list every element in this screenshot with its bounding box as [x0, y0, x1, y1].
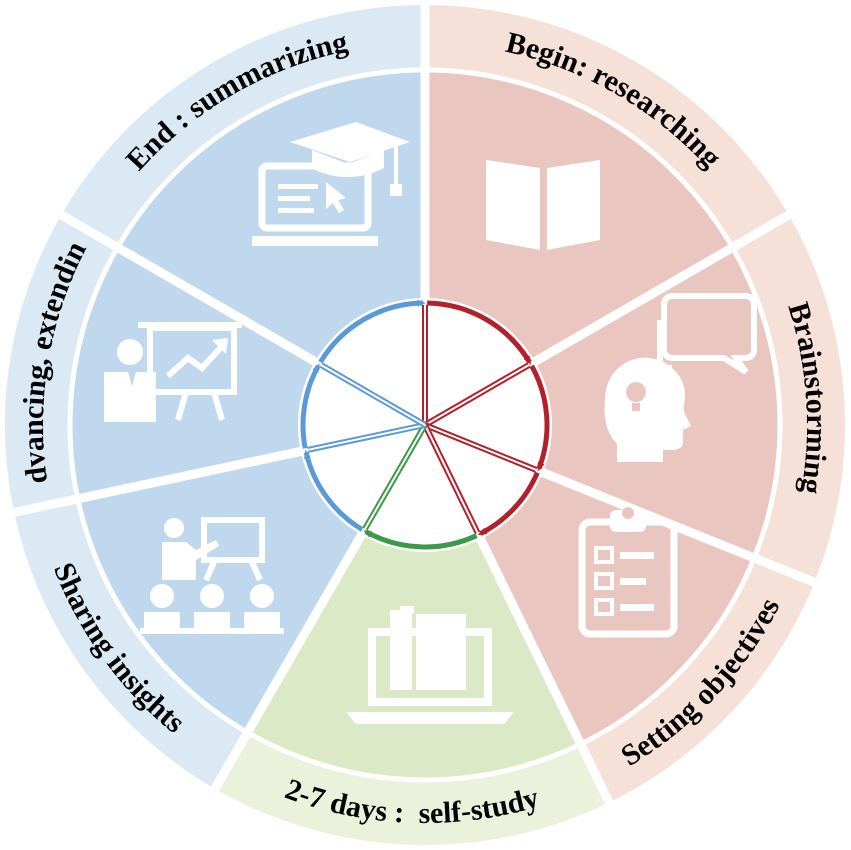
- cycle-arrow-sharing: [303, 449, 364, 532]
- sector-selfstudy: [247, 425, 581, 780]
- graduation-laptop-icon: [252, 122, 410, 246]
- cycle-arrow-begin: [427, 300, 532, 365]
- computer-books-icon: [346, 606, 514, 724]
- cycle-hub: [298, 298, 552, 552]
- book-icon: [486, 160, 600, 250]
- presenter-audience-icon: [140, 517, 284, 634]
- ring-divider: [67, 67, 783, 783]
- presenter-chart-icon: [104, 322, 242, 422]
- clipboard-checklist-icon: [578, 507, 678, 638]
- cycle-arrow-advancing: [300, 363, 321, 449]
- cycle-arrow-end: [318, 299, 426, 364]
- sector-brainstorm: [425, 247, 781, 558]
- cycle-arrow-brainstorm: [529, 364, 550, 472]
- head-lightbulb-speech-icon: [604, 293, 757, 462]
- cycle-arrow-objectives: [477, 471, 540, 536]
- cycle-arrow-selfstudy: [363, 529, 478, 550]
